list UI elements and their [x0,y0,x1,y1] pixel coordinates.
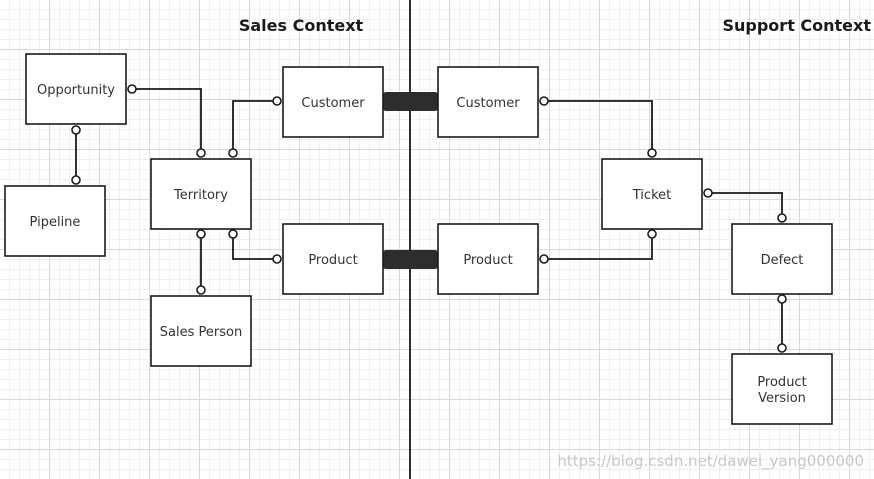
connector-product-ticket [544,234,653,260]
entity-support-customer[interactable]: Customer [437,66,539,138]
endpoint-product-version-top [777,343,787,353]
endpoint-pipeline-top [71,175,81,185]
endpoint-defect-top [777,213,787,223]
product-bridge [383,250,438,269]
endpoint-sales-person-top [196,285,206,295]
endpoint-ticket-top [647,148,657,158]
entity-ticket-label: Ticket [632,188,671,203]
endpoint-opportunity-bottom [71,125,81,135]
endpoint-support-product-right [539,254,549,264]
endpoint-support-customer-right [539,96,549,106]
entity-defect-label: Defect [761,253,804,268]
connector-customer-ticket [544,100,653,153]
entity-territory[interactable]: Territory [150,158,252,230]
endpoint-defect-bottom [777,294,787,304]
connectors [75,88,783,348]
endpoint-territory-top-right [228,148,238,158]
entity-product-version[interactable]: Product Version [731,353,833,425]
endpoint-opportunity-right [127,84,137,94]
connector-territory-customer [232,100,277,153]
customer-bridge [383,92,438,111]
entity-product-version-label-line1: Product [757,375,806,390]
entity-product-version-label-line2: Version [758,391,806,406]
entity-support-product-label: Product [463,253,512,268]
entity-sales-customer-label: Customer [301,96,365,111]
connector-territory-product [232,234,277,260]
entity-sales-product[interactable]: Product [282,223,384,295]
endpoint-territory-top-left [196,148,206,158]
entity-territory-label: Territory [173,188,228,203]
watermark: https://blog.csdn.net/dawei_yang000000 [557,452,864,471]
entity-sales-customer[interactable]: Customer [282,66,384,138]
endpoint-sales-product-left [272,254,282,264]
entity-pipeline-label: Pipeline [30,215,81,230]
entity-ticket[interactable]: Ticket [601,158,703,230]
entity-sales-person-label: Sales Person [160,325,242,340]
sales-context-title: Sales Context [239,16,364,35]
endpoint-territory-bottom-right [228,229,238,239]
endpoint-ticket-right [703,188,713,198]
connector-opportunity-territory [132,88,202,153]
entity-support-product[interactable]: Product [437,223,539,295]
entity-opportunity[interactable]: Opportunity [25,53,127,125]
support-context-title: Support Context [722,16,871,35]
endpoint-ticket-bottom [647,229,657,239]
entity-sales-person[interactable]: Sales Person [150,295,252,367]
entity-defect[interactable]: Defect [731,223,833,295]
entity-sales-product-label: Product [308,253,357,268]
entity-opportunity-label: Opportunity [37,83,115,98]
connector-endpoints [71,84,787,353]
entity-support-customer-label: Customer [456,96,520,111]
endpoint-sales-customer-left [272,96,282,106]
endpoint-territory-bottom-left [196,229,206,239]
entity-pipeline[interactable]: Pipeline [4,185,106,257]
connector-ticket-defect [708,192,783,218]
